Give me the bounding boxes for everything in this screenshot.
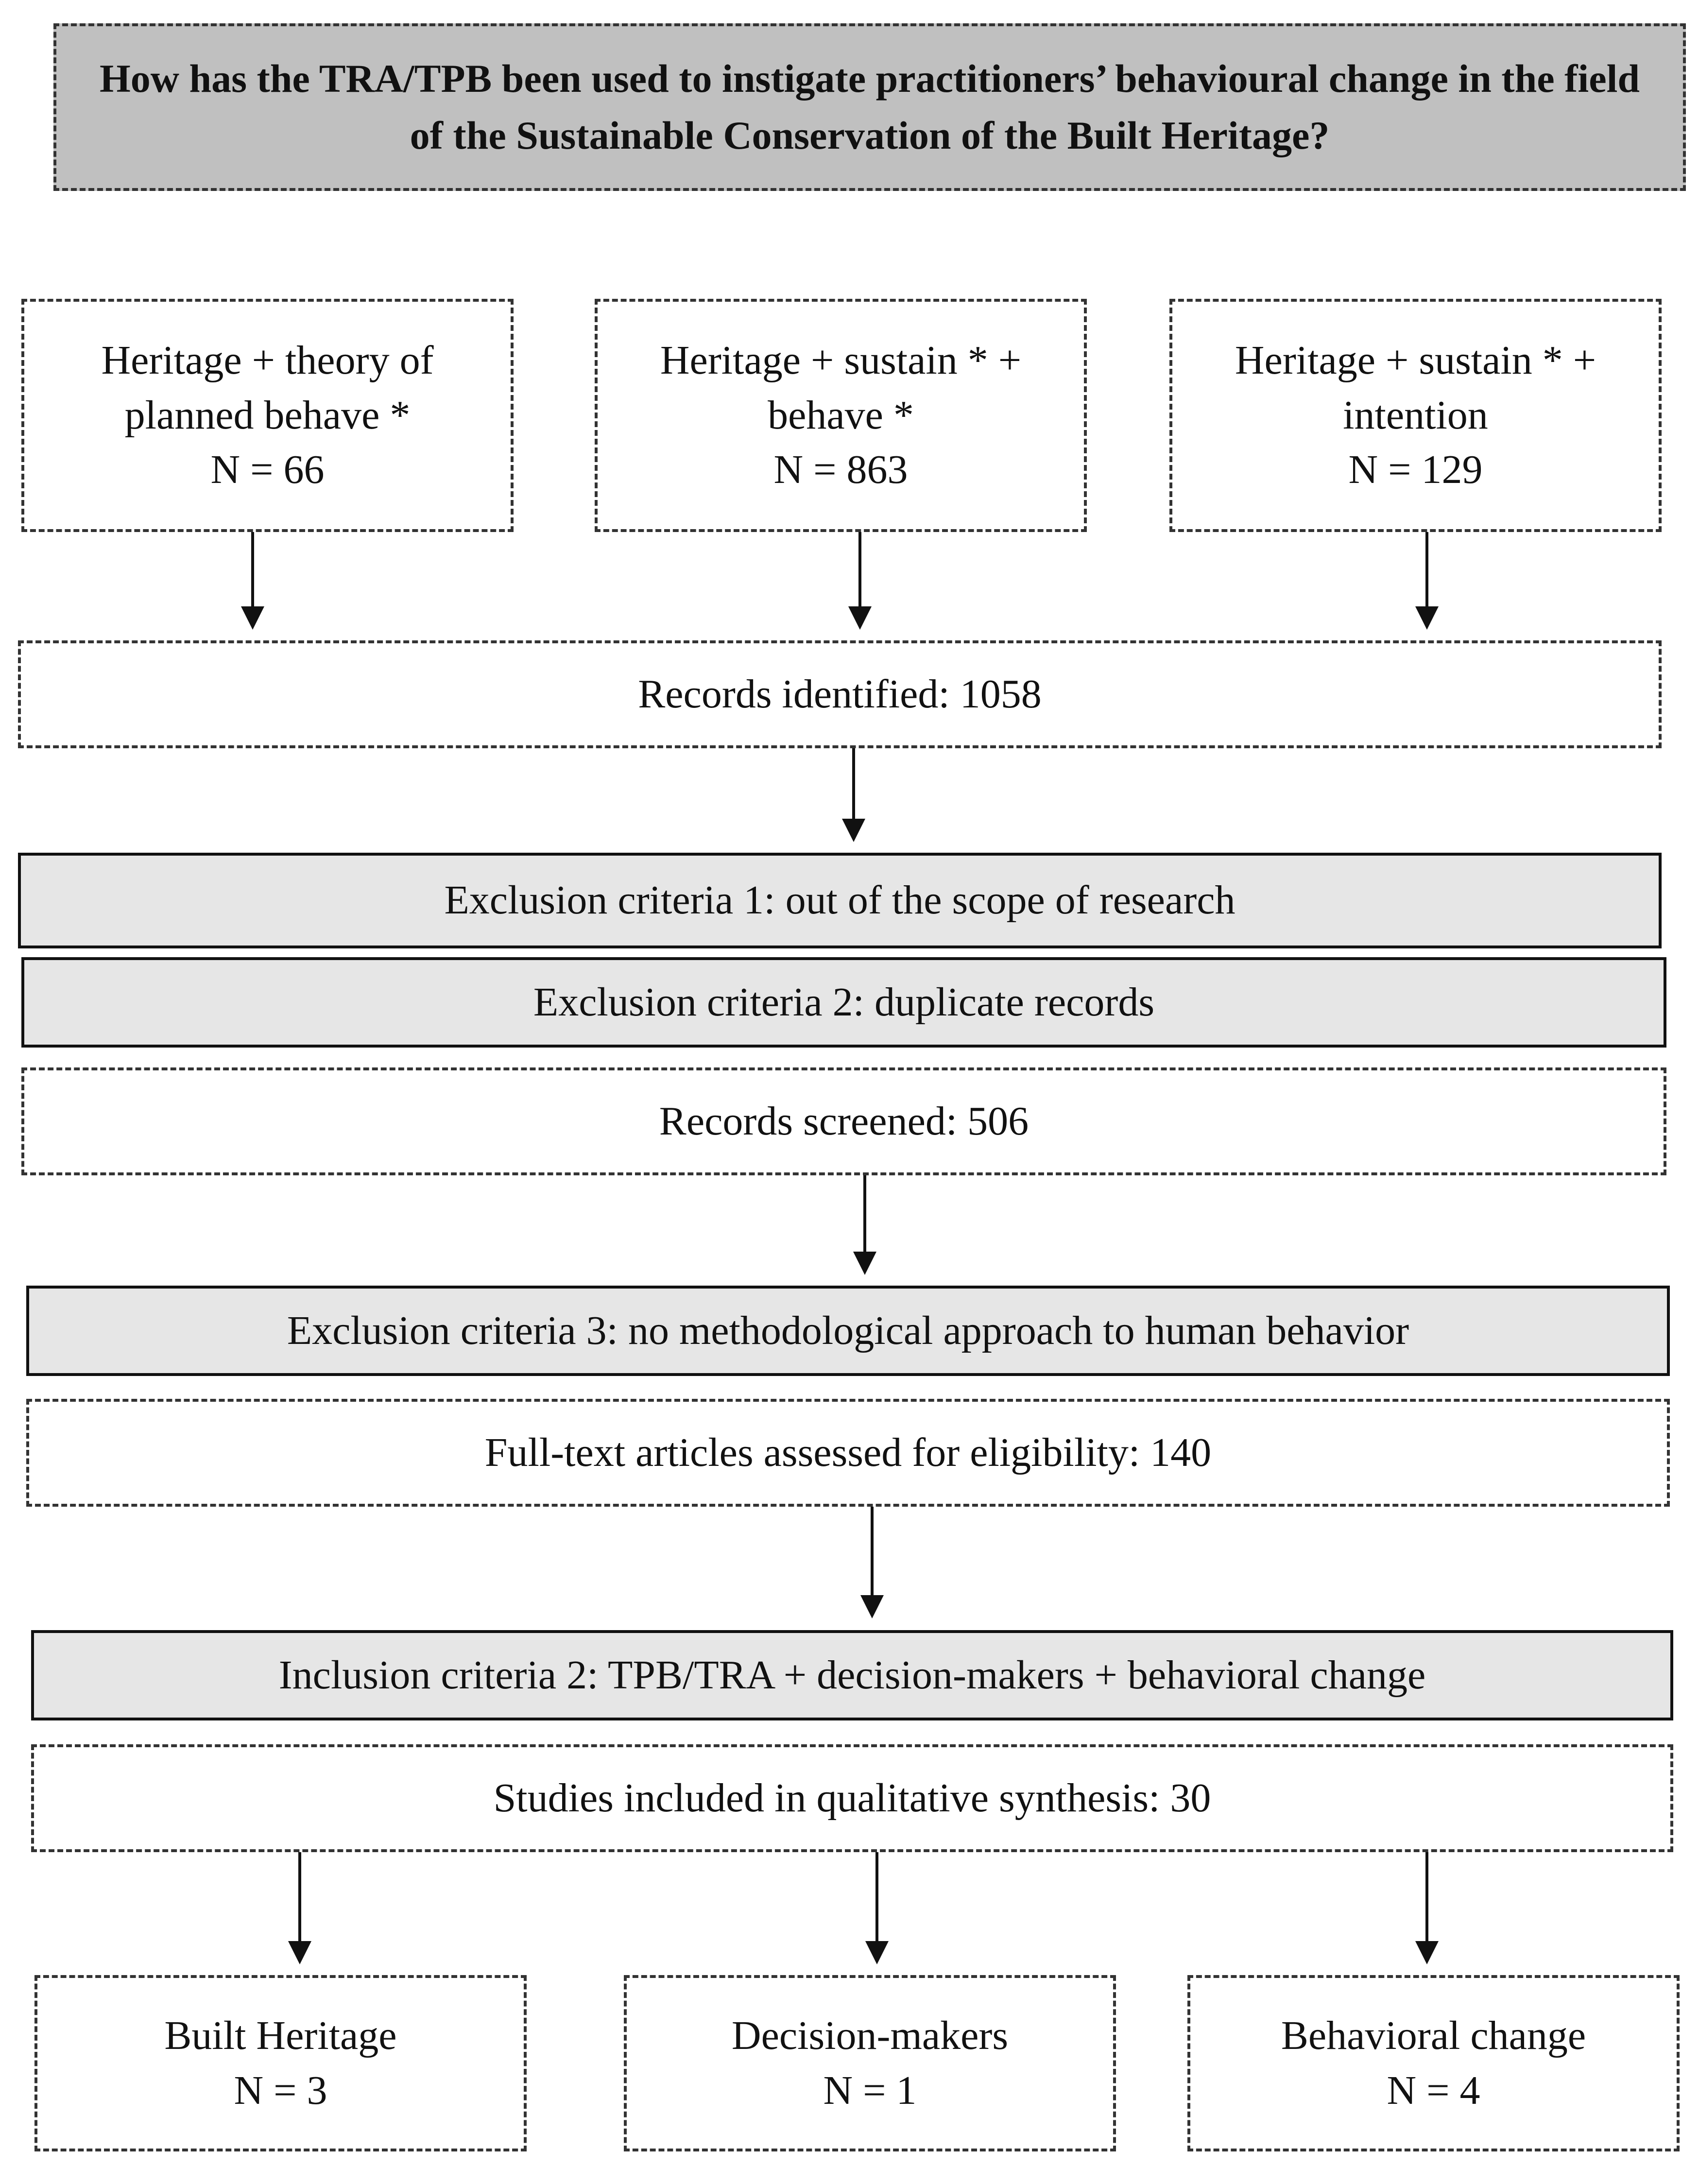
search-3-line1: Heritage + sustain * + <box>1235 338 1596 383</box>
search-box-2: Heritage + sustain * + behave * N = 863 <box>595 299 1087 532</box>
records-identified-text: Records identified: 1058 <box>638 671 1042 717</box>
search-box-3: Heritage + sustain * + intention N = 129 <box>1169 299 1662 532</box>
exclusion-3-text: Exclusion criteria 3: no methodological … <box>287 1307 1409 1353</box>
records-screened-text: Records screened: 506 <box>659 1098 1029 1144</box>
outcome-box-built-heritage: Built Heritage N = 3 <box>34 1975 527 2151</box>
inclusion-2-text: Inclusion criteria 2: TPB/TRA + decision… <box>278 1652 1426 1698</box>
outcome-box-behavioral-change: Behavioral change N = 4 <box>1187 1975 1680 2151</box>
full-text-text: Full-text articles assessed for eligibil… <box>484 1429 1212 1475</box>
outcome-1-label: Built Heritage <box>164 2012 397 2058</box>
exclusion-1-box: Exclusion criteria 1: out of the scope o… <box>18 853 1662 948</box>
search-2-line2: behave * <box>768 392 914 438</box>
records-screened-box: Records screened: 506 <box>21 1067 1666 1175</box>
outcome-3-count: N = 4 <box>1387 2067 1480 2113</box>
full-text-box: Full-text articles assessed for eligibil… <box>26 1399 1670 1507</box>
search-3-line2: intention <box>1343 392 1488 438</box>
research-question: How has the TRA/TPB been used to instiga… <box>53 23 1686 191</box>
outcome-3-label: Behavioral change <box>1281 2012 1586 2058</box>
included-text: Studies included in qualitative synthesi… <box>493 1775 1211 1821</box>
outcome-1-count: N = 3 <box>234 2067 327 2113</box>
included-box: Studies included in qualitative synthesi… <box>31 1744 1673 1852</box>
exclusion-3-box: Exclusion criteria 3: no methodological … <box>26 1286 1670 1376</box>
records-identified-box: Records identified: 1058 <box>18 640 1662 748</box>
search-3-count: N = 129 <box>1348 447 1483 493</box>
outcome-box-decision-makers: Decision-makers N = 1 <box>624 1975 1116 2151</box>
search-1-line1: Heritage + theory of <box>101 338 434 383</box>
search-1-line2: planned behave * <box>124 392 411 438</box>
search-box-1: Heritage + theory of planned behave * N … <box>21 299 514 532</box>
outcome-2-count: N = 1 <box>823 2067 917 2113</box>
exclusion-2-text: Exclusion criteria 2: duplicate records <box>533 979 1155 1025</box>
search-2-count: N = 863 <box>773 447 908 493</box>
exclusion-1-text: Exclusion criteria 1: out of the scope o… <box>444 877 1236 923</box>
exclusion-2-box: Exclusion criteria 2: duplicate records <box>21 957 1666 1048</box>
search-2-line1: Heritage + sustain * + <box>660 338 1022 383</box>
research-question-text: How has the TRA/TPB been used to instiga… <box>100 56 1640 157</box>
search-1-count: N = 66 <box>210 447 325 493</box>
inclusion-2-box: Inclusion criteria 2: TPB/TRA + decision… <box>31 1630 1673 1720</box>
outcome-2-label: Decision-makers <box>731 2012 1009 2058</box>
